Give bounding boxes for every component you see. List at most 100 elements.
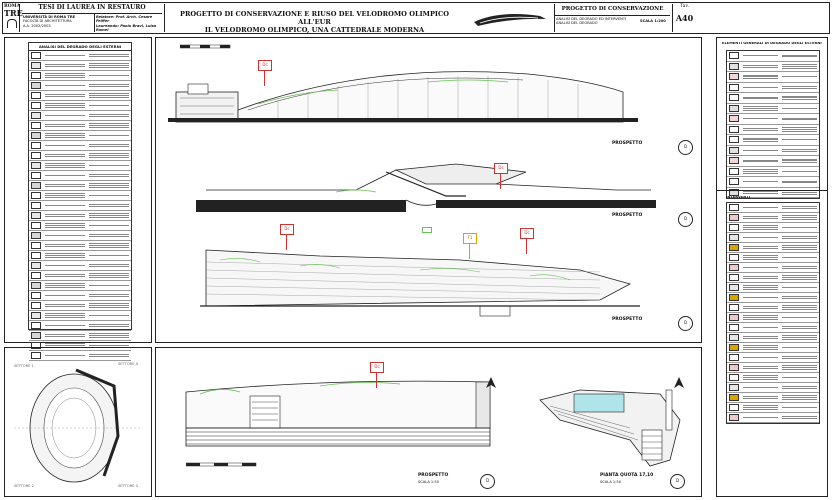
legend-text-lines [741,62,780,72]
legend-text-lines [741,114,780,124]
degradation-legend-rows [727,51,819,198]
legend-swatch [729,404,739,411]
left-legend-panel [4,37,152,343]
legend-row [727,343,819,353]
legend-swatch [729,264,739,271]
analysis-line2: ANALISI DEL DEGRADO [556,21,598,26]
legend-text-lines [741,223,780,232]
legend-row [29,241,131,251]
green-marker [422,227,432,233]
right-legend-title-2: INTERVENTI [726,196,751,199]
legend-text-lines [780,83,819,93]
project-type-block: PROGETTO DI CONSERVAZIONE ANALISI DEL DE… [554,4,670,32]
legend-swatch [729,414,739,421]
legend-swatch [31,352,41,359]
legend-text-lines [43,161,87,170]
legend-text-lines [87,321,131,330]
legend-text-lines [87,91,131,100]
legend-row [29,281,131,291]
legend-text-lines [780,343,819,352]
velodrome-sketch-icon [474,14,546,26]
legend-row [727,177,819,188]
legend-text-lines [780,323,819,332]
legend-row [727,233,819,243]
legend-row [29,101,131,111]
legend-text-lines [780,363,819,372]
legend-text-lines [780,303,819,312]
degradation-legend-table [726,50,820,199]
legend-text-lines [87,341,131,350]
section-mark-3: D [678,316,693,331]
legend-text-lines [741,383,780,392]
elevation-2-drawing [196,163,656,212]
legend-row [727,273,819,283]
thesis-block: TESI DI LAUREA IN RESTAURO UNIVERSITÀ DI… [22,4,162,32]
legend-swatch [729,204,739,211]
legend-swatch [729,115,739,123]
legend-row [29,291,131,301]
legend-row [727,156,819,167]
legend-row [727,72,819,83]
legend-text-lines [43,181,87,190]
interventions-rows [727,203,819,423]
legend-text-lines [741,273,780,282]
legend-swatch [729,344,739,351]
logo-arch-icon [6,19,17,28]
legend-swatch [31,322,41,329]
legend-swatch [729,178,739,186]
legend-row [727,383,819,393]
legend-text-lines [87,281,131,290]
right-legend-title-1: ELEMENTI GENERALI DI DEGRADO DEGLI ESTER… [722,42,822,45]
legend-title: ANALISI DEL DEGRADO DEGLI ESTERNI [29,43,131,51]
legend-row [29,271,131,281]
legend-text-lines [43,291,87,300]
legend-text-lines [741,353,780,362]
legend-swatch [31,152,41,159]
legend-text-lines [43,211,87,220]
legend-text-lines [780,293,819,302]
legend-swatch [729,188,739,196]
legend-text-lines [780,253,819,262]
legend-text-lines [87,211,131,220]
legend-rows [29,51,131,361]
legend-text-lines [87,241,131,250]
legend-text-lines [741,156,780,166]
section-mark-1: D [678,140,693,155]
legend-text-lines [741,167,780,177]
legend-swatch [31,72,41,79]
legend-text-lines [780,135,819,145]
legend-row [727,303,819,313]
legend-text-lines [741,125,780,135]
legend-row [727,353,819,363]
scala-label-5: SCALA 1:50 [600,480,622,484]
legend-text-lines [780,393,819,402]
student-line: Laureando: Paolo Bravi, Luisa Romei [96,23,157,33]
legend-text-lines [87,111,131,120]
legend-text-lines [87,351,131,360]
legend-row [29,211,131,221]
legend-swatch [31,92,41,99]
legend-swatch [729,214,739,221]
legend-text-lines [43,101,87,110]
legend-text-lines [780,62,819,72]
legend-swatch [31,222,41,229]
legend-row [727,363,819,373]
legend-text-lines [87,61,131,70]
interventions-table [726,202,820,424]
legend-row [29,131,131,141]
legend-text-lines [780,223,819,232]
legend-swatch [729,125,739,133]
prospetto-label-2: PROSPETTO [612,213,643,218]
legend-text-lines [780,51,819,61]
legend-row [29,91,131,101]
legend-swatch [31,172,41,179]
logo-line2: TRE [4,8,23,18]
legend-text-lines [87,261,131,270]
legend-text-lines [780,93,819,103]
legend-swatch [31,342,41,349]
pianta-label: PIANTA QUOTA 17,10 [600,473,654,478]
legend-swatch [31,142,41,149]
legend-row [29,171,131,181]
legend-text-lines [87,151,131,160]
tav-label: Tav. [680,4,689,9]
